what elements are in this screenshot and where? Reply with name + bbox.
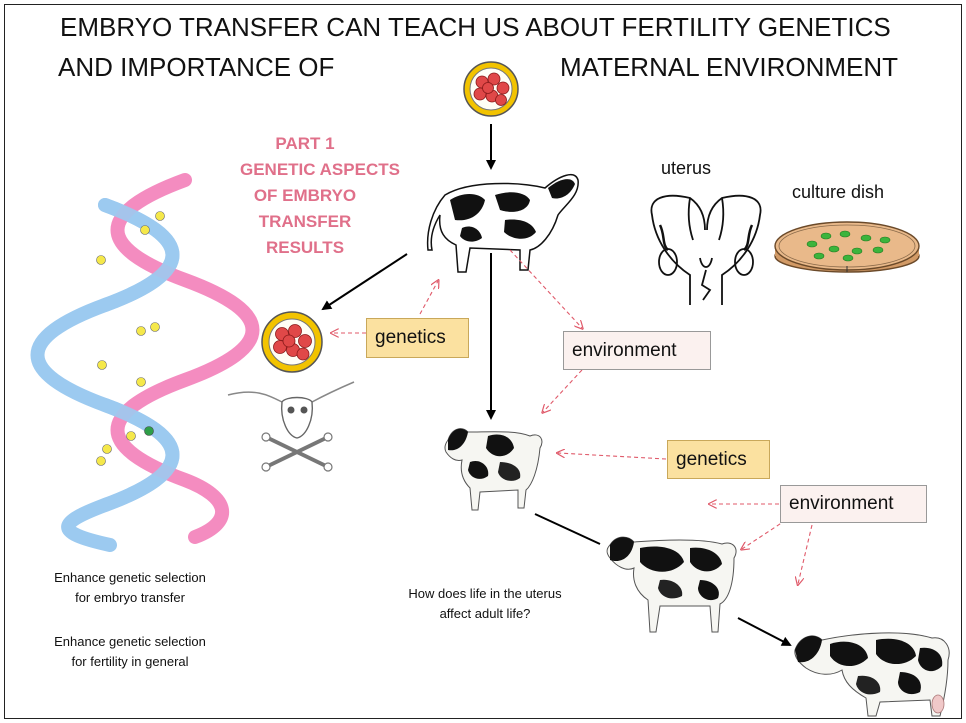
selection-note-1: Enhance genetic selection for embryo tra… (30, 568, 230, 608)
note-line: for fertility in general (30, 652, 230, 672)
note-line: for embryo transfer (30, 588, 230, 608)
dashed-arrow-genetics-to-cow (420, 281, 438, 314)
genetics-box-2: genetics (667, 440, 770, 479)
environment-box-1: environment (563, 331, 711, 370)
culture-dish-icon (775, 222, 919, 272)
arrow-cow-to-embryo (323, 254, 407, 309)
question-note: How does life in the uterus affect adult… (375, 584, 595, 624)
adult-cow-icon (795, 633, 949, 716)
embryo-top-icon (464, 62, 518, 116)
note-line: Enhance genetic selection (30, 632, 230, 652)
dashed-arrow-environment-down (798, 525, 812, 584)
note-line: Enhance genetic selection (30, 568, 230, 588)
environment-box-2: environment (780, 485, 927, 523)
skull-crossbones-icon (228, 382, 354, 471)
embryo-left-icon (262, 312, 322, 372)
donor-cow-icon (428, 175, 579, 272)
selection-note-2: Enhance genetic selection for fertility … (30, 632, 230, 672)
uterus-label: uterus (661, 158, 711, 179)
uterus-icon (651, 196, 760, 305)
calf-icon (445, 429, 542, 510)
heifer-icon (607, 537, 736, 632)
dashed-arrow-cow-to-environment (510, 250, 582, 328)
genetics-box-1: genetics (366, 318, 469, 358)
arrow-heifer-to-cow (738, 618, 790, 645)
note-line: affect adult life? (375, 604, 595, 624)
culture-dish-label: culture dish (792, 182, 884, 203)
note-line: How does life in the uterus (375, 584, 595, 604)
dashed-arrow-environment-to-heifer (742, 520, 786, 549)
dashed-arrow-environment-to-calf (543, 370, 582, 412)
dashed-arrow-genetics-to-calf (558, 453, 666, 459)
dna-helix-icon (38, 180, 253, 545)
line-calf-to-heifer (535, 514, 600, 544)
